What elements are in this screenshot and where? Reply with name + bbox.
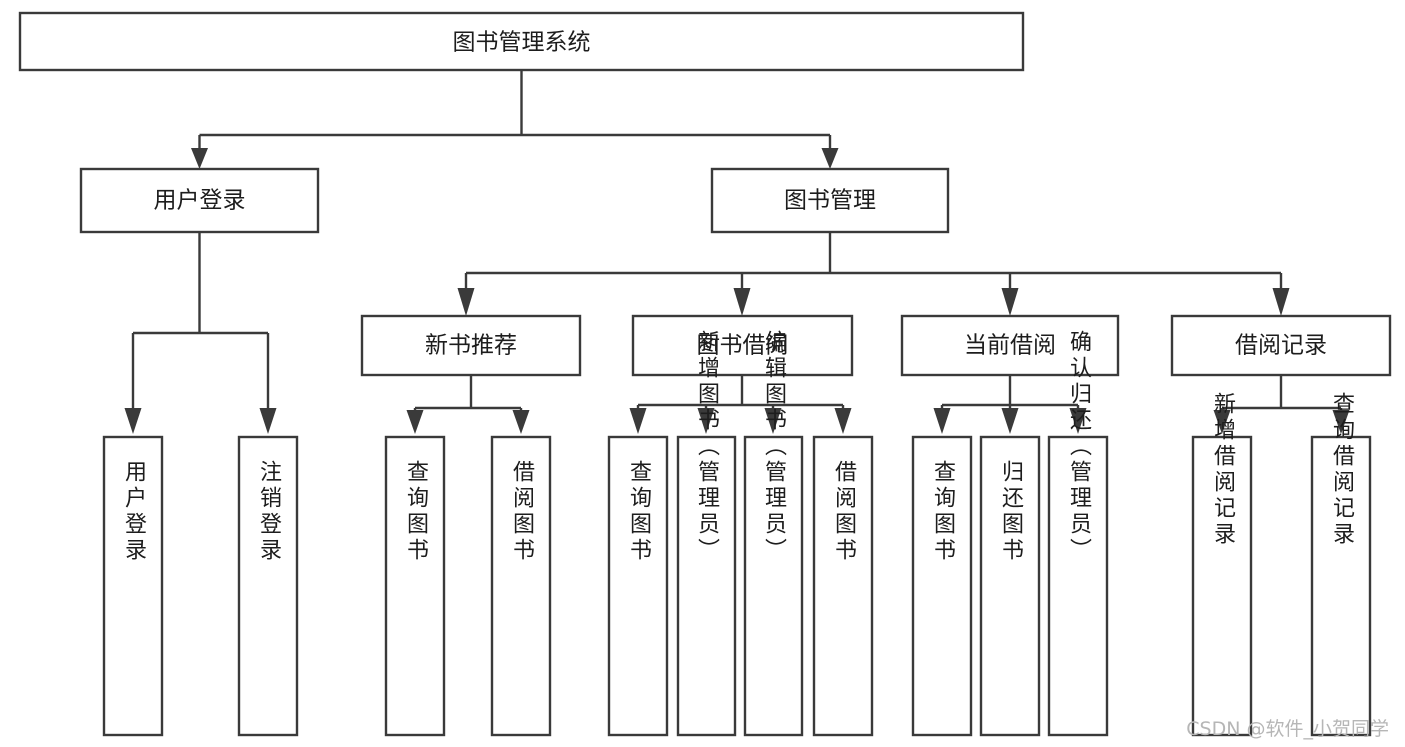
arrow-bookborrow-leaf-1	[629, 408, 647, 434]
arrow-newbook-leaf-2	[512, 410, 530, 434]
node-leaf-add-record[interactable]: 新增借阅记录	[1191, 392, 1253, 737]
node-leaf-add-record-label: 新增借阅记录	[1210, 392, 1236, 548]
node-leaf-query-book-1[interactable]: 查询图书	[384, 435, 446, 737]
node-book-borrow-box[interactable]	[631, 314, 854, 377]
node-book-borrow-label: 图书借阅	[697, 333, 789, 359]
node-root-label: 图书管理系统	[453, 30, 591, 56]
arrow-userlogin-leaf-2	[259, 408, 277, 434]
node-leaf-confirm-return-box[interactable]	[1047, 435, 1109, 737]
node-leaf-borrow-book-2-label: 借阅图书	[831, 460, 857, 564]
node-current-borrow-box[interactable]	[900, 314, 1120, 377]
node-book-borrow[interactable]: 图书借阅	[631, 314, 854, 377]
node-leaf-add-book-label: 新增图书（管理员）	[694, 330, 720, 564]
connector-layer	[124, 70, 1350, 434]
node-leaf-borrow-book-1-label: 借阅图书	[509, 460, 535, 564]
node-leaf-return-book-box[interactable]	[979, 435, 1041, 737]
arrow-userlogin-leaf-1	[124, 408, 142, 434]
node-leaf-edit-book[interactable]: 编辑图书（管理员）	[743, 330, 804, 737]
node-current-borrow[interactable]: 当前借阅	[900, 314, 1120, 377]
node-leaf-user-logout-box[interactable]	[237, 435, 299, 737]
node-leaf-query-book-2-label: 查询图书	[626, 460, 652, 564]
node-borrow-record[interactable]: 借阅记录	[1170, 314, 1392, 377]
node-book-manage-box[interactable]	[710, 167, 950, 234]
node-leaf-query-book-3[interactable]: 查询图书	[911, 435, 973, 737]
node-borrow-record-box[interactable]	[1170, 314, 1392, 377]
node-leaf-confirm-return-label: 确认归还（管理员）	[1066, 330, 1092, 564]
node-leaf-add-record-box[interactable]	[1191, 435, 1253, 737]
node-leaf-user-login[interactable]: 用户登录	[102, 435, 164, 737]
node-leaf-edit-book-label: 编辑图书（管理员）	[761, 330, 787, 564]
node-leaf-return-book-label: 归还图书	[998, 460, 1024, 564]
node-leaf-query-record-box[interactable]	[1310, 435, 1372, 737]
node-leaf-query-book-1-box[interactable]	[384, 435, 446, 737]
node-borrow-record-label: 借阅记录	[1235, 333, 1327, 359]
arrow-borrowrecord-leaf-2	[1332, 410, 1350, 434]
node-leaf-user-login-box[interactable]	[102, 435, 164, 737]
node-leaf-query-record-label: 查询借阅记录	[1329, 392, 1355, 548]
node-new-book-recommend-label: 新书推荐	[425, 333, 517, 359]
node-leaf-user-login-label: 用户登录	[121, 460, 147, 564]
node-current-borrow-label: 当前借阅	[964, 333, 1056, 359]
arrow-to-book-borrow	[733, 288, 751, 316]
arrow-to-new-book-recommend	[457, 288, 475, 316]
node-book-manage[interactable]: 图书管理	[710, 167, 950, 234]
node-leaf-user-logout[interactable]: 注销登录	[237, 435, 299, 737]
node-user-login-label: 用户登录	[154, 188, 246, 214]
node-leaf-edit-book-box[interactable]	[743, 435, 804, 737]
node-leaf-query-book-1-label: 查询图书	[403, 460, 429, 564]
node-root-box[interactable]	[18, 11, 1025, 72]
arrow-borrowrecord-leaf-1	[1213, 410, 1231, 434]
arrow-newbook-leaf-1	[406, 410, 424, 434]
node-leaf-query-book-2-box[interactable]	[607, 435, 669, 737]
node-root[interactable]: 图书管理系统	[18, 11, 1025, 72]
arrow-currentborrow-leaf-3	[1069, 408, 1087, 434]
node-leaf-return-book[interactable]: 归还图书	[979, 435, 1041, 737]
node-leaf-add-book-box[interactable]	[676, 435, 737, 737]
node-leaf-query-book-3-box[interactable]	[911, 435, 973, 737]
node-leaf-query-book-2[interactable]: 查询图书	[607, 435, 669, 737]
node-leaf-borrow-book-2[interactable]: 借阅图书	[812, 435, 874, 737]
arrow-to-current-borrow	[1001, 288, 1019, 316]
node-new-book-recommend-box[interactable]	[360, 314, 582, 377]
arrow-currentborrow-leaf-1	[933, 408, 951, 434]
arrow-root-to-user-login	[191, 148, 208, 169]
node-user-login-box[interactable]	[79, 167, 320, 234]
arrow-bookborrow-leaf-3	[764, 408, 782, 434]
node-leaf-borrow-book-1[interactable]: 借阅图书	[490, 435, 552, 737]
node-leaf-borrow-book-2-box[interactable]	[812, 435, 874, 737]
node-new-book-recommend[interactable]: 新书推荐	[360, 314, 582, 377]
node-leaf-add-book[interactable]: 新增图书（管理员）	[676, 330, 737, 737]
node-leaf-confirm-return[interactable]: 确认归还（管理员）	[1047, 330, 1109, 737]
node-leaf-query-book-3-label: 查询图书	[930, 460, 956, 564]
arrow-root-to-book-manage	[821, 148, 839, 169]
node-book-manage-label: 图书管理	[784, 188, 876, 214]
arrow-to-borrow-record	[1272, 288, 1290, 316]
node-user-login[interactable]: 用户登录	[79, 167, 320, 234]
node-leaf-borrow-book-1-box[interactable]	[490, 435, 552, 737]
node-leaf-query-record[interactable]: 查询借阅记录	[1310, 392, 1372, 737]
arrow-currentborrow-leaf-2	[1001, 408, 1019, 434]
arrow-bookborrow-leaf-4	[834, 408, 852, 434]
arrow-bookborrow-leaf-2	[697, 408, 715, 434]
node-leaf-user-logout-label: 注销登录	[256, 460, 282, 564]
